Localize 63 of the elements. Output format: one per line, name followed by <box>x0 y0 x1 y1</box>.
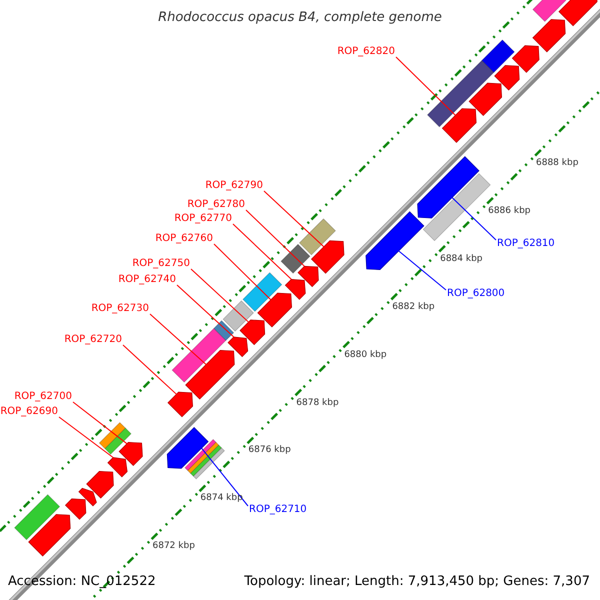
gene-label: ROP_62790 <box>205 181 263 191</box>
gene-label: ROP_62730 <box>91 304 149 314</box>
gene-label: ROP_62750 <box>132 259 190 269</box>
gene-label: ROP_62770 <box>174 214 232 224</box>
gene-block <box>442 108 476 143</box>
gene-label: ROP_62690 <box>0 407 58 417</box>
title: Rhodococcus opacus B4, complete genome <box>157 11 443 24</box>
leader-line <box>150 314 207 365</box>
gene-label: ROP_62800 <box>447 289 505 299</box>
gene-block <box>310 240 344 274</box>
gene-block <box>298 266 319 288</box>
scale-label: 6886 kbp <box>488 206 530 216</box>
gene-block <box>78 488 97 506</box>
leader-line <box>246 210 305 267</box>
gene-block <box>532 19 566 52</box>
scale-label: 6884 kbp <box>440 254 482 264</box>
summary-text: Topology: linear; Length: 7,913,450 bp; Genes: 7,307 <box>244 575 590 588</box>
gene-block <box>118 442 143 466</box>
gene-block <box>558 0 598 26</box>
scale-label: 6874 kbp <box>200 494 243 504</box>
gene-block <box>64 498 86 520</box>
gene-label: ROP_62780 <box>187 200 245 210</box>
gene-block <box>366 211 424 270</box>
gene-block <box>107 457 128 478</box>
gene-label: ROP_62700 <box>14 392 72 402</box>
gene-block <box>468 82 502 116</box>
leader-line <box>201 448 248 506</box>
gene-block <box>86 471 114 499</box>
gene-block <box>166 426 209 469</box>
scale-label: 6880 kbp <box>344 350 387 360</box>
leader-line <box>232 224 292 280</box>
scale-label: 6878 kbp <box>296 398 339 408</box>
gene-label: ROP_62710 <box>249 505 307 515</box>
leader-line <box>214 244 272 300</box>
gene-label: ROP_62720 <box>64 335 122 345</box>
gene-block <box>240 320 266 346</box>
gene-block <box>284 279 306 300</box>
gene-block <box>167 392 193 418</box>
gene-label: ROP_62820 <box>337 47 395 57</box>
gene-block <box>257 292 292 328</box>
scale-label: 6882 kbp <box>392 302 435 312</box>
leader-line <box>176 284 234 338</box>
scale-label: 6888 kbp <box>536 158 578 168</box>
leader-line <box>72 402 128 444</box>
gene-label: ROP_62740 <box>118 275 176 285</box>
gene-block <box>185 350 235 400</box>
leader-line <box>122 344 177 395</box>
leader-line <box>398 250 446 290</box>
gene-label: ROP_62760 <box>155 234 213 244</box>
gene-label: ROP_62810 <box>497 239 555 249</box>
leader-line <box>190 268 250 323</box>
scale-label: 6872 kbp <box>152 542 195 552</box>
accession-text: Accession: NC_012522 <box>8 575 156 588</box>
gene-block <box>228 336 248 358</box>
leader-line <box>452 197 496 240</box>
gene-block <box>28 514 71 557</box>
gene-block <box>512 45 540 73</box>
gene-block <box>417 156 480 218</box>
scale-label: 6876 kbp <box>248 446 291 456</box>
leader-line <box>264 190 324 248</box>
gene-block <box>494 65 520 91</box>
leader-line <box>396 56 456 116</box>
leader-line <box>58 416 114 458</box>
